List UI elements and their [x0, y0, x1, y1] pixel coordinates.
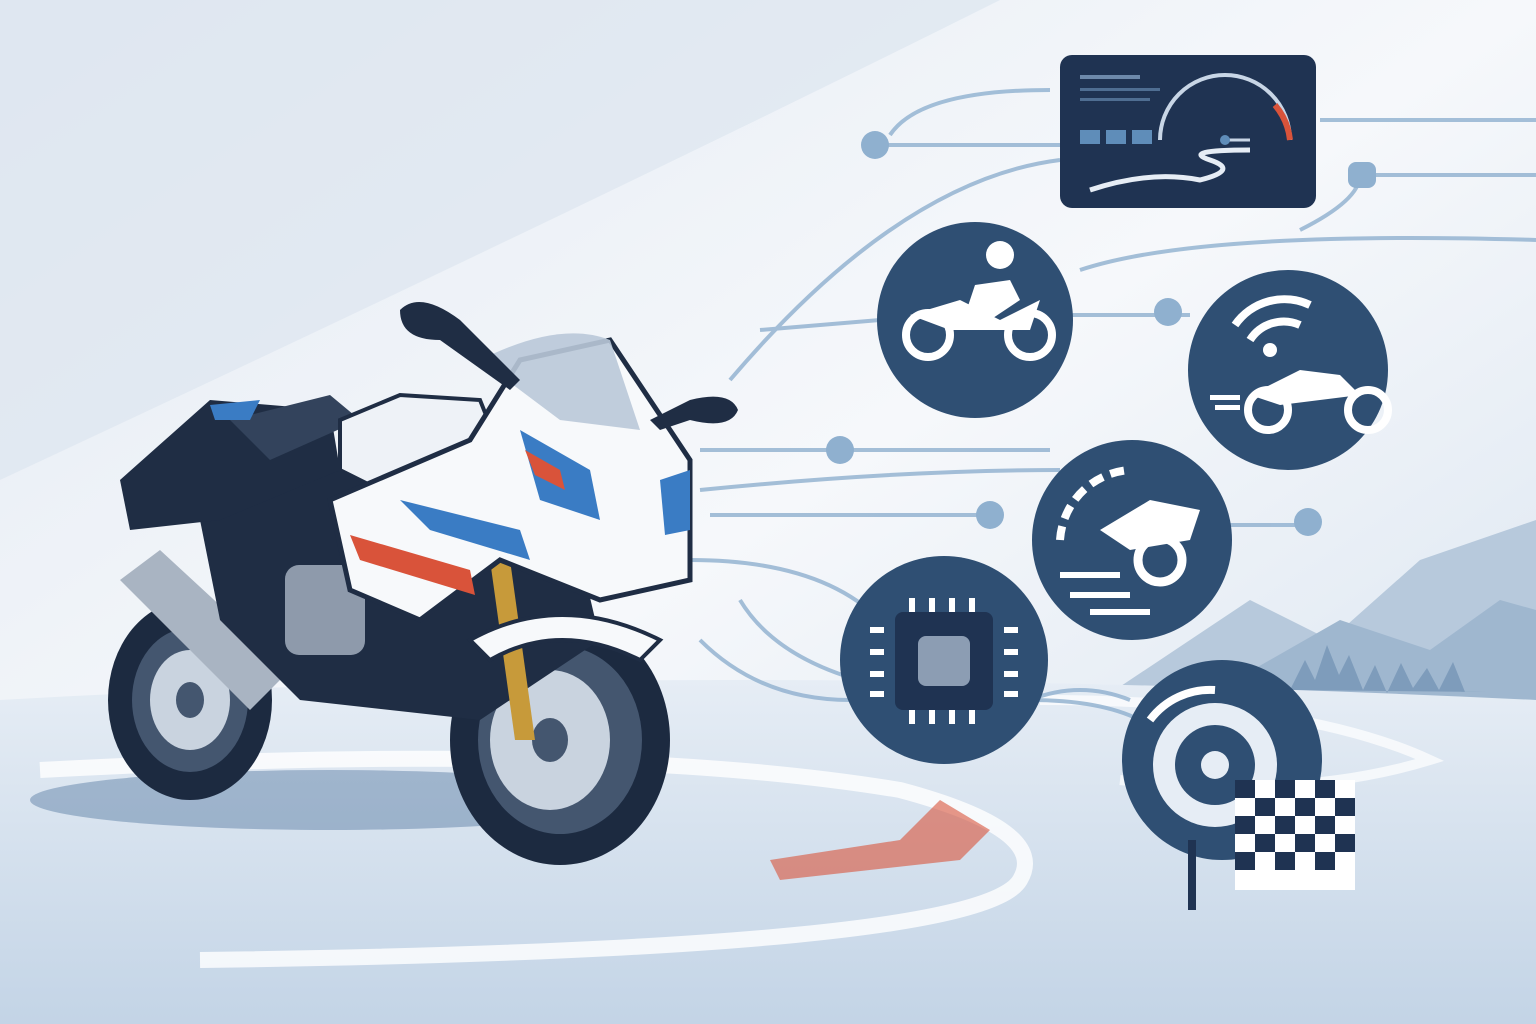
- engine: [285, 565, 365, 655]
- windscreen: [480, 333, 640, 430]
- speedometer-dashboard-icon: [1060, 55, 1316, 208]
- front-fender: [466, 613, 664, 663]
- cornering-lean-icon: [1032, 440, 1232, 640]
- seat: [230, 395, 360, 460]
- mirror-left: [400, 302, 520, 390]
- brake-disc-checkered-flag-icon: [1122, 660, 1355, 910]
- mirror-right: [650, 396, 738, 430]
- sky-sweep: [0, 0, 1000, 480]
- chip-processor-icon: [840, 556, 1048, 764]
- connector-nodes: [826, 131, 1376, 536]
- rider-on-motorcycle-icon: [877, 222, 1073, 418]
- livery-red: [350, 535, 475, 595]
- connected-motorcycle-wifi-icon: [1188, 270, 1392, 470]
- red-kerb: [770, 800, 990, 880]
- livery-red-front: [525, 450, 565, 490]
- livery-blue: [400, 500, 530, 560]
- livery-blue-tail: [210, 400, 260, 420]
- connector-lines: [689, 88, 1536, 722]
- headlight-right: [660, 470, 690, 535]
- sport-motorcycle: [108, 302, 738, 865]
- exhaust: [120, 550, 290, 710]
